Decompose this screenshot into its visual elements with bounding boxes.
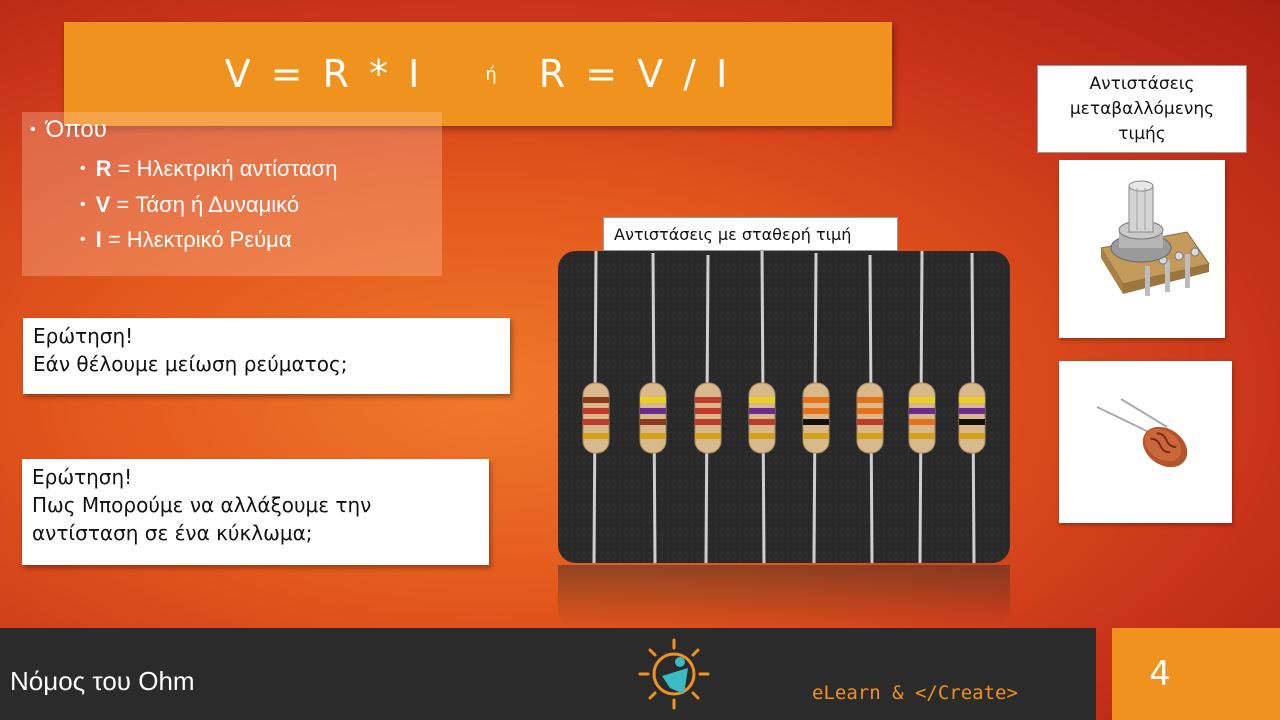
- question-heading: Ερώτηση!: [32, 465, 133, 489]
- variable-resistors-label: Αντιστάσεις μεταβαλλόμενης τιμής: [1037, 65, 1247, 153]
- resistors-image: [558, 251, 1010, 563]
- fixed-resistors-label: Αντιστάσεις με σταθερή τιμή: [603, 217, 898, 251]
- resistor-body: [582, 382, 610, 454]
- resistor-band: [803, 397, 829, 403]
- definition-text: = Ηλεκτρικό Ρεύμα: [101, 227, 292, 252]
- question-text: Εάν θέλουμε μείωση ρεύματος;: [33, 352, 348, 376]
- resistor-band: [803, 419, 829, 425]
- question-text: Πως Μπορούμε να αλλάξουμε την: [32, 493, 372, 517]
- resistor-body: [958, 382, 986, 454]
- resistor-band: [857, 419, 883, 425]
- resistor-band: [640, 408, 666, 414]
- page-number: 4: [1149, 654, 1171, 694]
- slide-canvas: V = R * I ή R = V / I •Όπου • R = Ηλεκτρι…: [22, 22, 1247, 627]
- bullet-icon: •: [80, 160, 86, 177]
- resistor-band: [909, 433, 935, 439]
- definition-symbol: R: [95, 156, 112, 181]
- elearn-logo-icon: [636, 636, 712, 712]
- resistor-band: [749, 419, 775, 425]
- resistor-band: [583, 433, 609, 439]
- resistor-band: [803, 408, 829, 414]
- resistor-body: [802, 382, 830, 454]
- definition-text: = Ηλεκτρική αντίσταση: [111, 156, 338, 181]
- bullet-icon: •: [30, 121, 36, 138]
- resistor-body: [856, 382, 884, 454]
- resistor-band: [909, 419, 935, 425]
- resistor-band: [803, 433, 829, 439]
- resistor-band: [695, 419, 721, 425]
- resistor-band: [909, 408, 935, 414]
- question-text: αντίσταση σε ένα κύκλωμα;: [32, 521, 313, 545]
- resistor-band: [959, 408, 985, 414]
- resistor-band: [959, 397, 985, 403]
- footer-bar: Νόμος του Ohm eLearn & </Create>: [0, 628, 1096, 720]
- resistor-band: [695, 408, 721, 414]
- resistor-band: [640, 419, 666, 425]
- potentiometer-image: [1059, 160, 1225, 338]
- question-box-resistance: Ερώτηση! Πως Μπορούμε να αλλάξουμε την α…: [22, 459, 489, 565]
- resistor-band: [749, 408, 775, 414]
- resistor-band: [695, 433, 721, 439]
- definition-item-r: • R = Ηλεκτρική αντίσταση: [80, 156, 338, 182]
- definition-item-i: • I = Ηλεκτρικό Ρεύμα: [80, 227, 292, 253]
- question-heading: Ερώτηση!: [33, 324, 134, 348]
- resistor-band: [857, 397, 883, 403]
- definition-item-v: • V = Τάση ή Δυναμικό: [80, 192, 299, 218]
- resistor-body: [639, 382, 667, 454]
- resistor-band: [909, 397, 935, 403]
- fixed-resistors-photo: [558, 251, 1010, 563]
- formula-ohm-law: V = R * I: [224, 52, 424, 96]
- photoresistor-image: [1059, 361, 1232, 523]
- resistor-band: [583, 397, 609, 403]
- question-box-current: Ερώτηση! Εάν θέλουμε μείωση ρεύματος;: [23, 318, 510, 394]
- resistor-body: [694, 382, 722, 454]
- resistor-band: [583, 419, 609, 425]
- definition-text: = Τάση ή Δυναμικό: [110, 192, 300, 217]
- definition-symbol: I: [95, 227, 102, 252]
- definitions-heading: •Όπου: [30, 116, 107, 143]
- resistor-band: [749, 397, 775, 403]
- formula-banner: V = R * I ή R = V / I: [64, 22, 892, 126]
- bullet-icon: •: [80, 196, 86, 213]
- photo-reflection: [558, 565, 1010, 627]
- page-number-box: 4: [1112, 628, 1280, 720]
- resistor-band: [959, 433, 985, 439]
- resistor-body: [908, 382, 936, 454]
- bullet-icon: •: [80, 231, 86, 248]
- resistor-band: [959, 419, 985, 425]
- resistor-band: [749, 433, 775, 439]
- formula-connector: ή: [485, 63, 497, 85]
- resistor-band: [640, 433, 666, 439]
- resistor-band: [583, 408, 609, 414]
- formula-resistance: R = V / I: [538, 52, 732, 96]
- resistor-body: [748, 382, 776, 454]
- resistor-band: [640, 397, 666, 403]
- definitions-panel: •Όπου • R = Ηλεκτρική αντίσταση • V = Τάση…: [22, 112, 442, 276]
- footer-title: Νόμος του Ohm: [10, 666, 195, 696]
- definition-symbol: V: [95, 192, 111, 217]
- resistor-band: [857, 433, 883, 439]
- footer-brand: eLearn & </Create>: [812, 682, 1018, 704]
- resistor-band: [857, 408, 883, 414]
- resistor-band: [695, 397, 721, 403]
